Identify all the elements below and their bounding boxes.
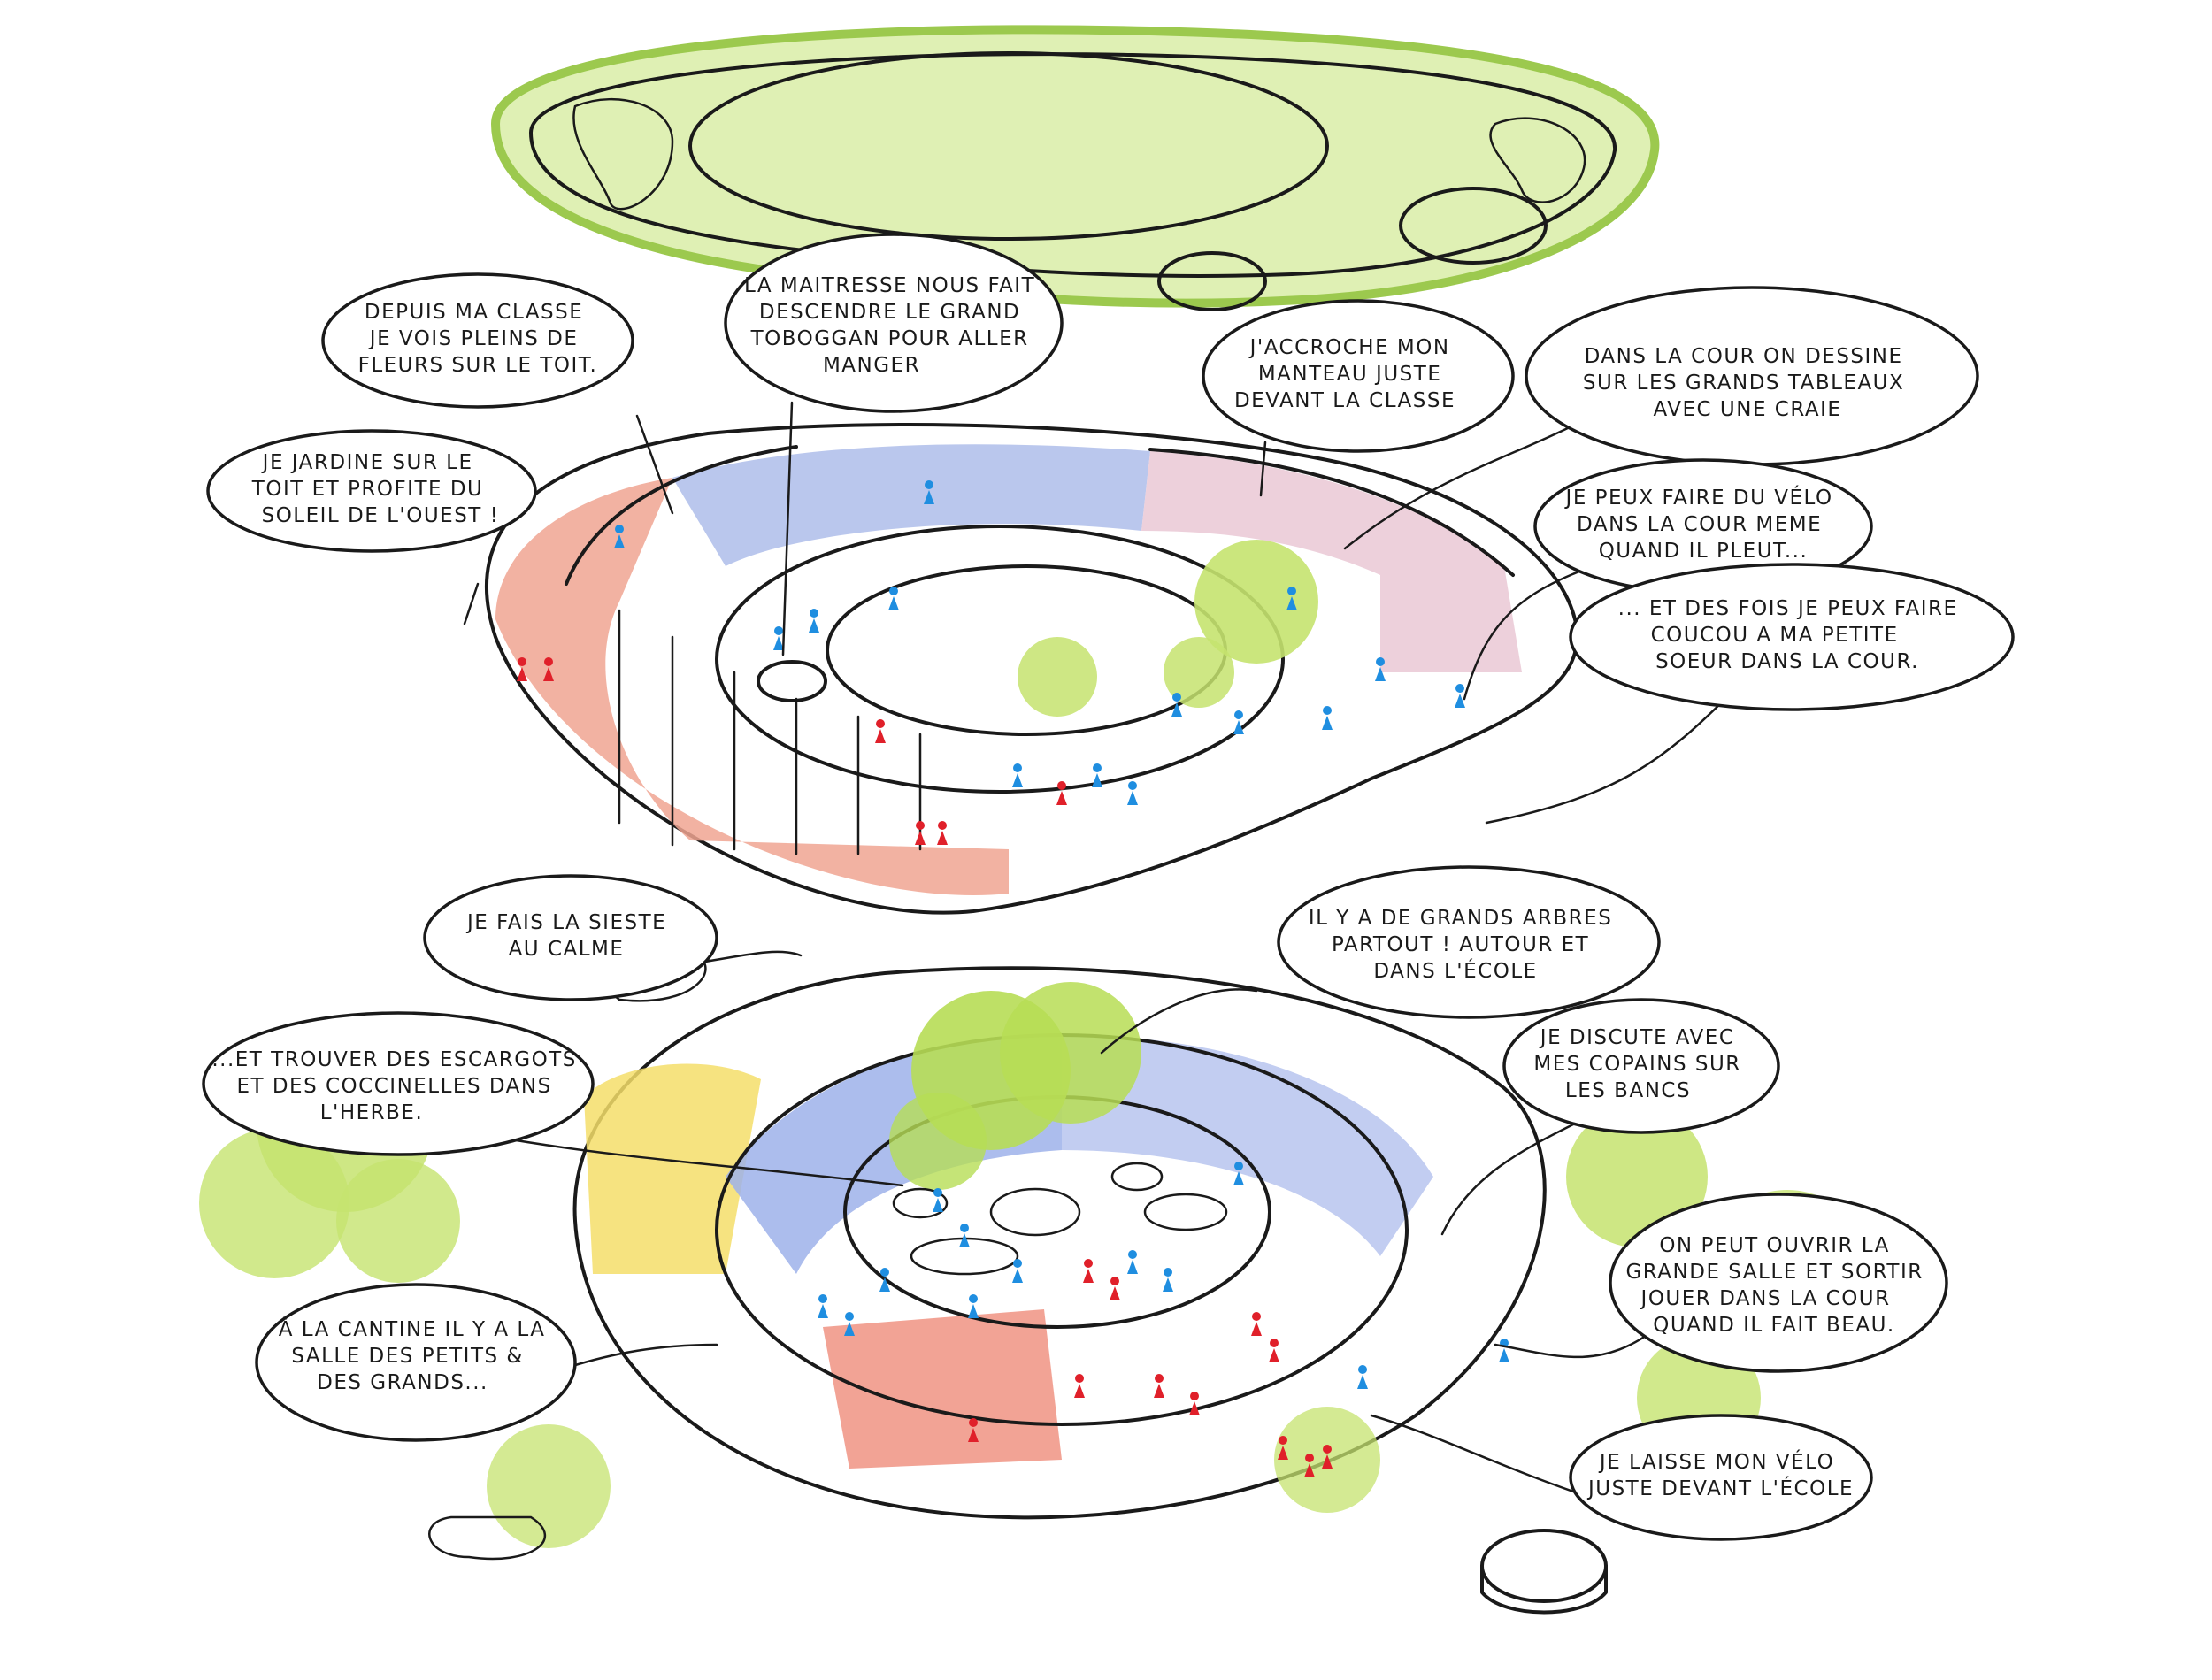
- person-figure: [1499, 1339, 1509, 1362]
- bubble-escargots-line-2: ET DES COCCINELLES DANS: [236, 1075, 551, 1098]
- person-figure: [1056, 781, 1067, 805]
- person-figure: [1012, 763, 1023, 787]
- person-figure: [1110, 1277, 1120, 1300]
- bubble-coucou-line-3: SOEUR DANS LA COUR.: [1655, 650, 1919, 673]
- person-figure: [809, 609, 819, 633]
- person-figure: [888, 587, 899, 610]
- ground-floor: [575, 968, 1545, 1517]
- bubble-velo-line-1: JE PEUX FAIRE DU VÉLO: [1564, 485, 1833, 510]
- person-figure: [1251, 1312, 1262, 1336]
- person-figure: [968, 1294, 979, 1318]
- bubble-jardine-line-1: JE JARDINE SUR LE: [261, 451, 473, 474]
- bubble-escargots-line-1: ...ET TROUVER DES ESCARGOTS: [211, 1048, 577, 1071]
- bubble-toboggan-line-1: LA MAITRESSE NOUS FAIT: [744, 274, 1035, 297]
- bubble-escargots-line-3: L'HERBE.: [320, 1101, 424, 1124]
- svg-text:J'ACCROCHE MON MANTEAU: J'ACCROCHE MON MANTEAU JUSTE DEVANT LA C…: [1234, 336, 1457, 412]
- bubble-grande-salle-line-4: QUAND IL FAIT BEAU.: [1653, 1314, 1895, 1337]
- bubble-velo-line-2: DANS LA COUR MEME: [1577, 513, 1822, 536]
- bike-shelter: [1482, 1530, 1606, 1613]
- bubble-classe-line-2: JE VOIS PLEINS DE: [368, 327, 579, 350]
- bubble-cantine-line-3: DES GRANDS...: [317, 1371, 488, 1394]
- upper-courtyard-void: [827, 566, 1225, 734]
- bubble-sieste-line-2: AU CALME: [509, 938, 625, 961]
- person-figure: [1269, 1339, 1279, 1362]
- bubble-classe-line-3: FLEURS SUR LE TOIT.: [358, 354, 598, 377]
- bubble-cantine-line-1: À LA CANTINE IL Y A LA: [279, 1316, 546, 1341]
- bubble-grande-salle: ON PEUT OUVRIR LA GRANDE SALLE ET SORTIR…: [1495, 1194, 1947, 1371]
- bubble-tableaux-line-3: AVEC UNE CRAIE: [1654, 398, 1842, 421]
- upper-classrooms-blue-zone: [672, 444, 1150, 566]
- svg-text:JE JARDINE SUR LE TOIT: JE JARDINE SUR LE TOIT ET PROFITE DU SOL…: [251, 451, 500, 527]
- bubble-manteau-line-2: MANTEAU JUSTE: [1258, 363, 1442, 386]
- bubble-jardine-line-2: TOIT ET PROFITE DU: [251, 478, 484, 501]
- person-figure: [937, 821, 948, 845]
- bubble-coucou-line-2: COUCOU A MA PETITE: [1651, 624, 1899, 647]
- person-figure: [1083, 1259, 1094, 1283]
- ground-courtyard-tree: [889, 982, 1141, 1190]
- bubble-grande-salle-line-1: ON PEUT OUVRIR LA: [1659, 1234, 1890, 1257]
- bubble-arbres-line-3: DANS L'ÉCOLE: [1373, 958, 1537, 983]
- person-figure: [1074, 1374, 1085, 1398]
- bubble-grande-salle-line-3: JOUER DANS LA COUR: [1640, 1287, 1891, 1310]
- bubble-coucou-line-1: ... ET DES FOIS JE PEUX FAIRE: [1618, 597, 1958, 620]
- roof-level: [495, 29, 1655, 310]
- bubble-velo-ecole-line-1: JE LAISSE MON VÉLO: [1598, 1449, 1834, 1474]
- person-figure: [1455, 684, 1465, 708]
- bubble-arbres-line-2: PARTOUT ! AUTOUR ET: [1332, 933, 1589, 956]
- bubble-toboggan-line-2: DESCENDRE LE GRAND: [759, 301, 1020, 324]
- person-figure: [915, 821, 926, 845]
- bubble-velo-ecole-line-2: JUSTE DEVANT L'ÉCOLE: [1586, 1476, 1854, 1500]
- person-figure: [875, 719, 886, 743]
- bubble-grande-salle-line-2: GRANDE SALLE ET SORTIR: [1625, 1261, 1923, 1284]
- bubble-sieste: JE FAIS LA SIESTE AU CALME: [425, 876, 801, 1000]
- bubble-velo-ecole: JE LAISSE MON VÉLO JUSTE DEVANT L'ÉCOLE: [1371, 1415, 1871, 1539]
- person-figure: [1154, 1374, 1164, 1398]
- bubble-coucou: ... ET DES FOIS JE PEUX FAIRE COUCOU A M…: [1486, 564, 2013, 823]
- bubble-copains-line-3: LES BANCS: [1565, 1079, 1691, 1102]
- bubble-arbres-line-1: IL Y A DE GRANDS ARBRES: [1309, 907, 1612, 930]
- person-figure: [1189, 1392, 1200, 1415]
- person-figure: [1092, 763, 1102, 787]
- bubble-cantine: À LA CANTINE IL Y A LA SALLE DES PETITS …: [257, 1285, 717, 1440]
- person-figure: [959, 1224, 970, 1247]
- person-figure: [818, 1294, 828, 1318]
- bubble-sieste-line-1: JE FAIS LA SIESTE: [465, 911, 666, 934]
- upper-classroom-partitions: [619, 610, 920, 854]
- person-figure: [1127, 1250, 1138, 1274]
- person-figure: [1127, 781, 1138, 805]
- bubble-velo-line-3: QUAND IL PLEUT...: [1599, 540, 1809, 563]
- person-figure: [1012, 1259, 1023, 1283]
- svg-text:DEPUIS MA CLASSE JE VO: DEPUIS MA CLASSE JE VOIS PLEINS DE FLEUR…: [358, 301, 598, 377]
- person-figure: [844, 1312, 855, 1336]
- upper-floor: [487, 425, 1578, 913]
- bubble-jardine-line-3: SOLEIL DE L'OUEST !: [262, 504, 500, 527]
- person-figure: [1163, 1268, 1173, 1292]
- bubble-toboggan-line-3: TOBOGGAN POUR ALLER: [750, 327, 1029, 350]
- bubble-classe-line-1: DEPUIS MA CLASSE: [365, 301, 583, 324]
- person-figure: [1357, 1365, 1368, 1389]
- bubble-manteau-line-3: DEVANT LA CLASSE: [1234, 389, 1455, 412]
- bubble-copains-line-2: MES COPAINS SUR: [1533, 1053, 1740, 1076]
- person-figure: [1322, 706, 1333, 730]
- bubble-tableaux-line-2: SUR LES GRANDS TABLEAUX: [1583, 372, 1904, 395]
- person-figure: [933, 1188, 943, 1212]
- bubble-toboggan-line-4: MANGER: [823, 354, 920, 377]
- bubble-copains-line-1: JE DISCUTE AVEC: [1539, 1026, 1735, 1049]
- bubble-manteau-line-1: J'ACCROCHE MON: [1248, 336, 1450, 359]
- bubble-cantine-line-2: SALLE DES PETITS &: [291, 1345, 524, 1368]
- bubble-tableaux-line-1: DANS LA COUR ON DESSINE: [1585, 345, 1903, 368]
- slide-opening: [758, 662, 826, 701]
- svg-text:JE PEUX FAIRE DU VÉLO: JE PEUX FAIRE DU VÉLO DANS LA COUR MEME …: [1564, 485, 1841, 563]
- person-figure: [1233, 710, 1244, 734]
